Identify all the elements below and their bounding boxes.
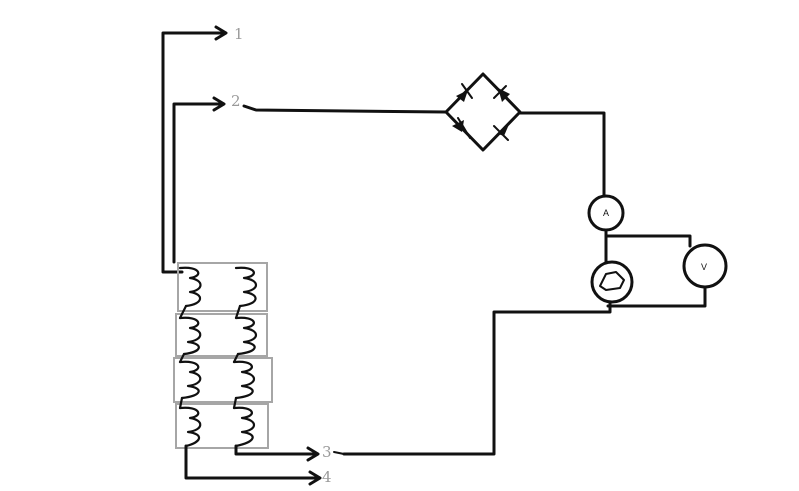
diode-icon (456, 83, 473, 102)
diode-icon (493, 122, 510, 141)
voltmeter: V (682, 243, 728, 289)
wire-voltmeter-return (606, 285, 707, 308)
wire-ammeter-to-load (604, 228, 692, 248)
coil-icon (234, 266, 258, 308)
diode-icon (493, 85, 510, 102)
wire-terminal-1 (161, 25, 228, 274)
wire-to-rectifier (242, 104, 448, 114)
diode-icon (452, 117, 471, 139)
coil-icon (232, 360, 256, 400)
coil-block (177, 262, 268, 312)
wire-terminal-3 (234, 444, 320, 462)
bridge-rectifier (444, 72, 522, 152)
terminal-3-label: 3 (322, 443, 332, 461)
coil-block (175, 313, 268, 357)
coil-icon (178, 406, 202, 448)
coil-icon (234, 316, 258, 356)
wire-terminal-2 (172, 96, 226, 264)
coil-icon (232, 406, 256, 448)
coil-icon (178, 316, 202, 356)
transformer-coils (173, 262, 273, 449)
coil-block (173, 357, 273, 403)
lamp-icon (590, 260, 634, 304)
terminal-4-label: 4 (322, 468, 332, 486)
ammeter: A (587, 194, 625, 232)
coil-icon (178, 266, 202, 308)
voltmeter-label: V (701, 262, 707, 272)
ammeter-label: A (603, 208, 609, 218)
wire-terminal-4 (184, 444, 322, 486)
terminal-1-label: 1 (234, 25, 244, 43)
wire-return-to-terminal-3 (342, 300, 612, 456)
terminal-2-label: 2 (231, 92, 241, 110)
coil-icon (178, 360, 202, 400)
wire-rectifier-to-ammeter (518, 111, 606, 198)
coil-block (175, 403, 269, 449)
